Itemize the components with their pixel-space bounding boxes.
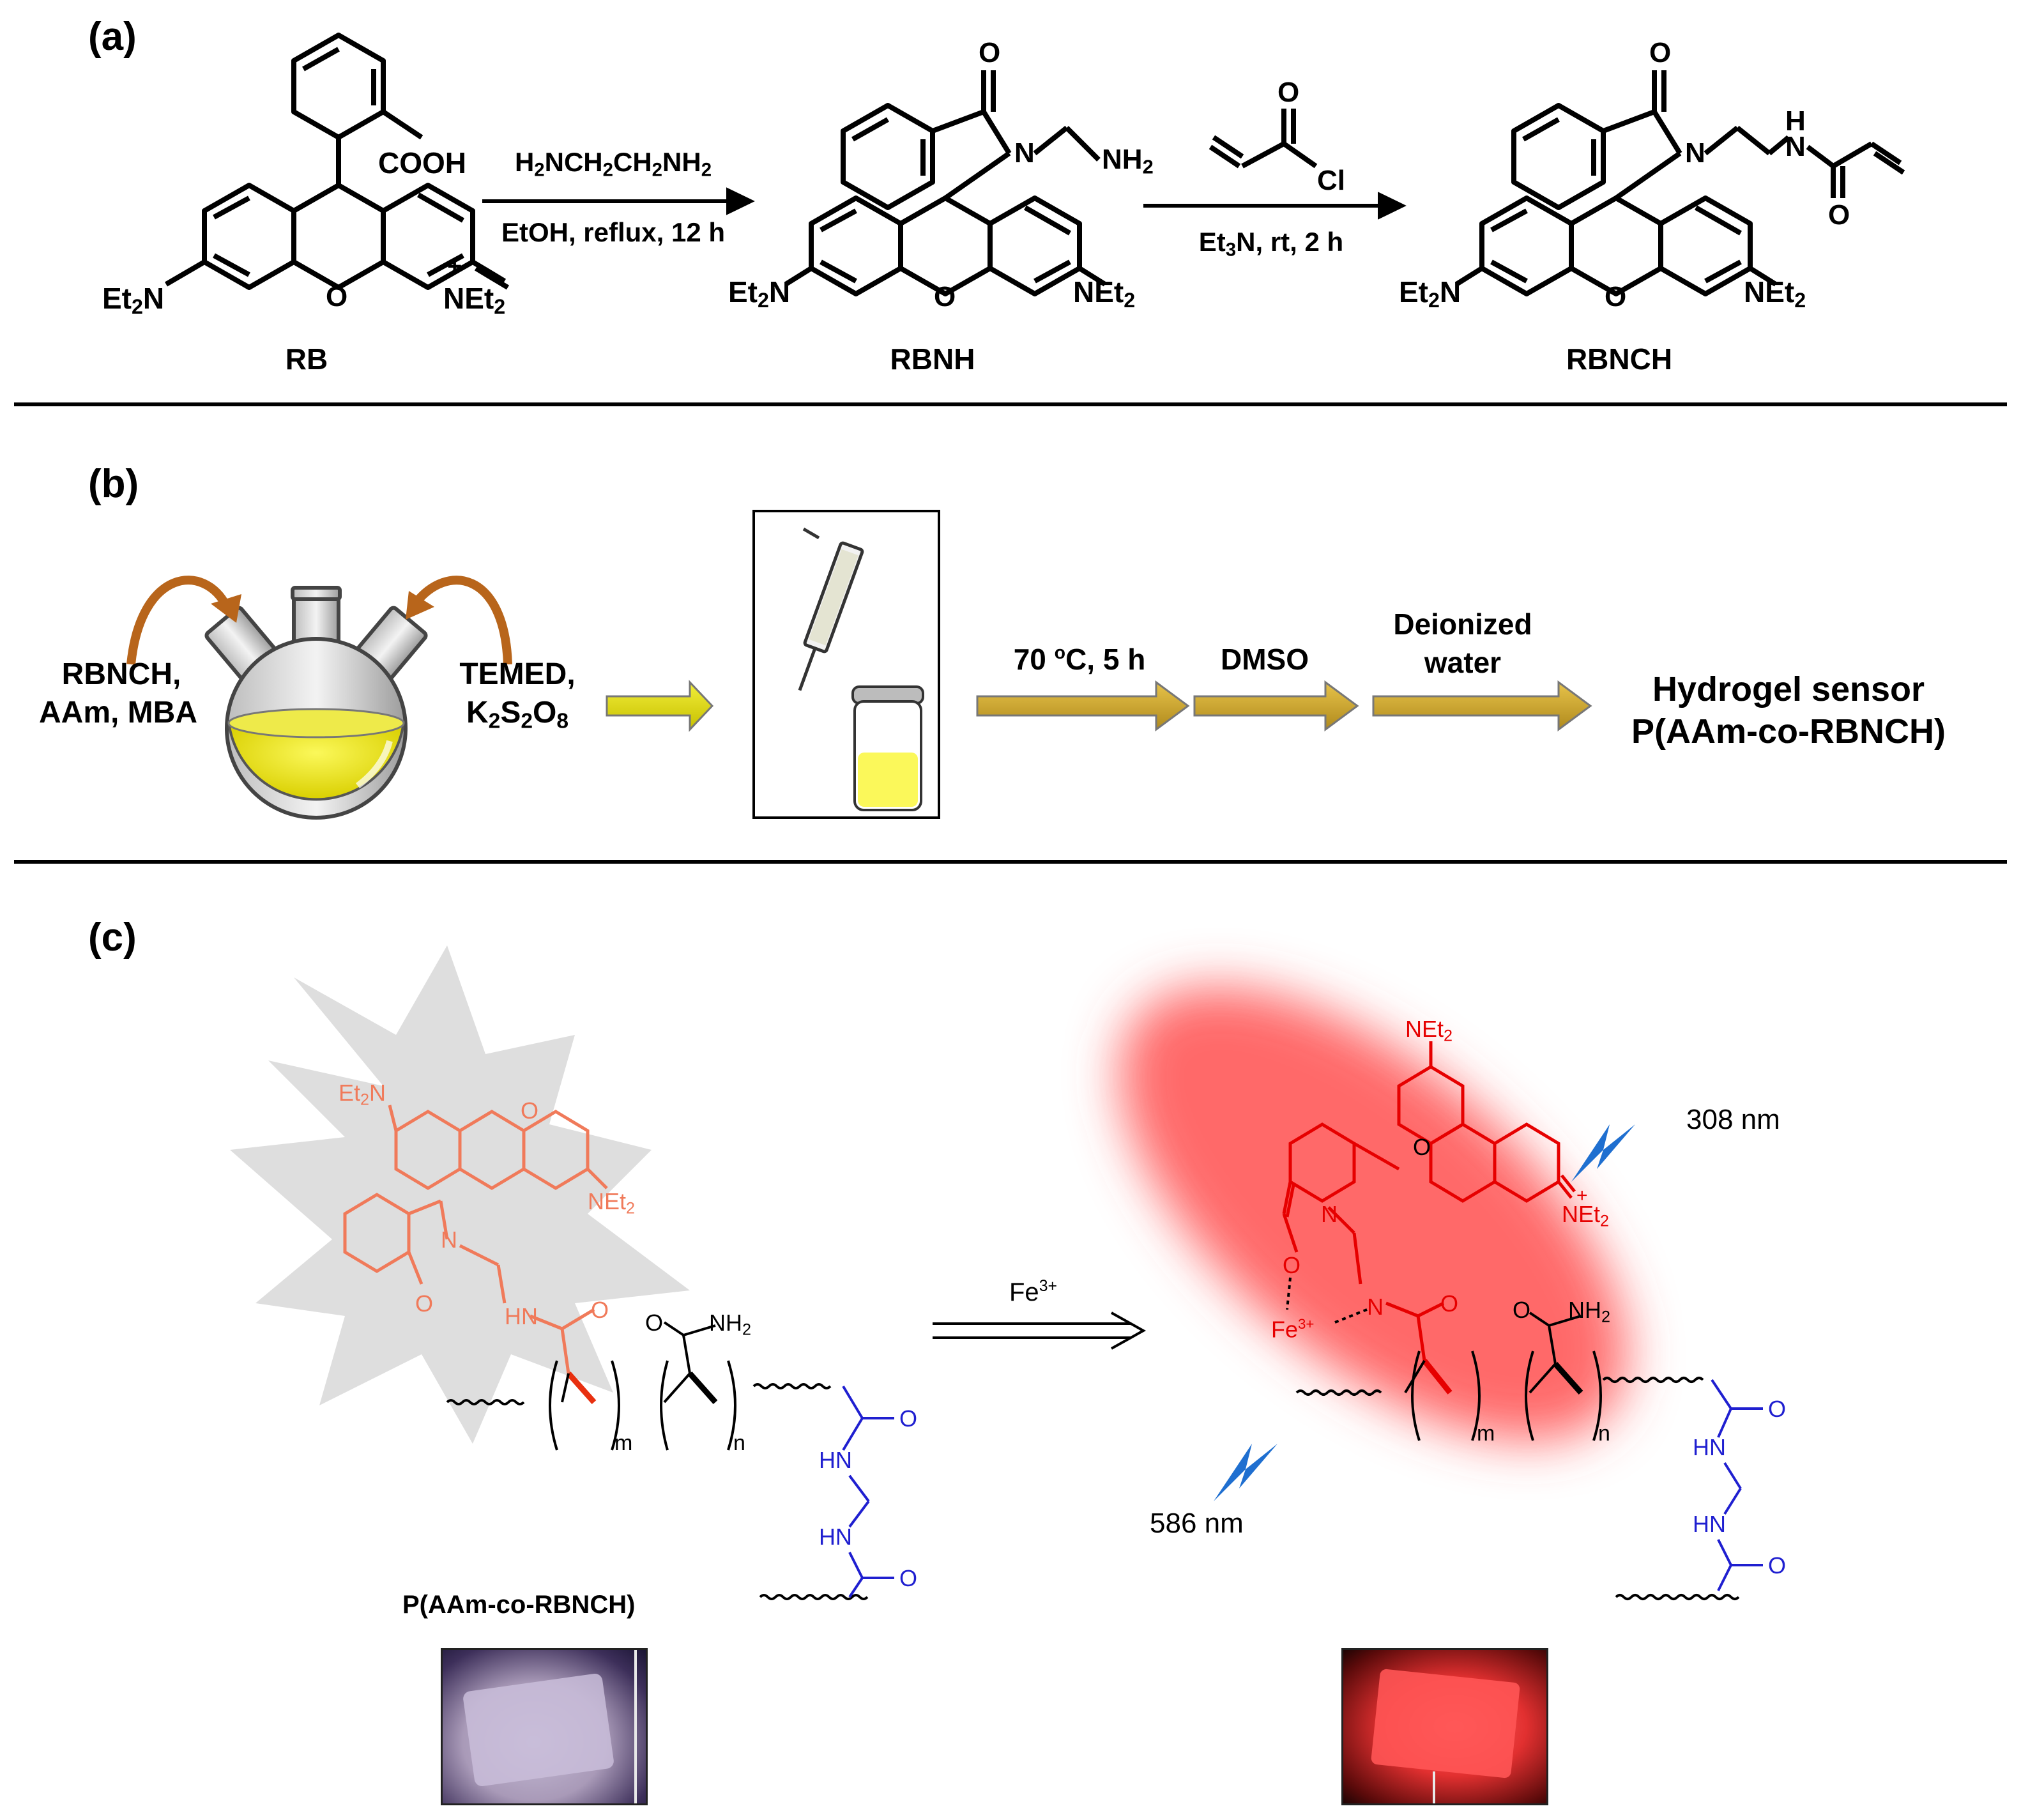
right-crosslink-o-bottom: O xyxy=(1768,1552,1787,1579)
right-crosslink-hn-1: HN xyxy=(1693,1434,1726,1460)
excitation-wavelength: 308 nm xyxy=(1686,1104,1780,1135)
left-lactam-o: O xyxy=(415,1290,434,1317)
left-et2n-top: Et2N xyxy=(339,1080,386,1109)
compound-rb-name: RB xyxy=(285,342,328,376)
acryloyl-o: O xyxy=(1277,77,1300,108)
rbnh-carbonyl-o: O xyxy=(979,37,1001,68)
right-xanthene-o: O xyxy=(1413,1134,1431,1160)
right-nh2: NH2 xyxy=(1568,1297,1611,1326)
left-subscript-m: m xyxy=(614,1431,633,1455)
right-iminolate-o: O xyxy=(1283,1252,1301,1278)
panel-c-label: (c) xyxy=(88,915,137,960)
hydrogel-product-line1: Hydrogel sensor xyxy=(1652,670,1925,708)
left-net2: NEt2 xyxy=(588,1188,636,1218)
left-lactam-n: N xyxy=(441,1227,457,1253)
left-xanthene-o: O xyxy=(521,1097,539,1124)
compound-rbnh-name: RBNH xyxy=(890,342,975,376)
left-nh2: NH2 xyxy=(709,1310,752,1339)
left-crosslink-o-bottom: O xyxy=(899,1565,918,1591)
right-amide-n: N xyxy=(1367,1294,1384,1320)
right-plus: + xyxy=(1576,1185,1588,1206)
right-crosslink-o-top: O xyxy=(1768,1396,1787,1422)
rb-plus: + xyxy=(447,252,462,280)
right-net2-top: NEt2 xyxy=(1405,1016,1453,1045)
left-subscript-n: n xyxy=(733,1431,745,1455)
hydrogel-photo-before xyxy=(441,1648,648,1805)
left-acrylamide-o: O xyxy=(645,1310,664,1336)
reaction-fe3-label: Fe3+ xyxy=(1009,1278,1057,1306)
right-reagents-line2: K2S2O8 xyxy=(466,696,569,733)
rbnch-n: N xyxy=(1685,137,1705,169)
panel-b-label: (b) xyxy=(88,462,139,506)
panel-a-structures xyxy=(164,33,1905,296)
rb-et2n: Et2N xyxy=(102,282,165,319)
left-crosslink-o-top: O xyxy=(899,1405,918,1432)
step2-conditions: Et3N, rt, 2 h xyxy=(1198,227,1344,261)
step1-reagent: H2NCH2CH2NH2 xyxy=(514,147,712,181)
rb-ring-o: O xyxy=(326,281,348,312)
right-fe3-ion: Fe3+ xyxy=(1271,1316,1315,1343)
rb-net2: NEt2 xyxy=(443,282,506,319)
right-amide-o: O xyxy=(1440,1290,1459,1317)
emission-wavelength: 586 nm xyxy=(1150,1508,1244,1539)
step-heating: 70 oC, 5 h xyxy=(1013,642,1146,676)
rbnh-net2: NEt2 xyxy=(1073,275,1136,312)
rbnch-net2: NEt2 xyxy=(1744,275,1806,312)
right-imine-n: N xyxy=(1321,1201,1338,1227)
rbnch-et2n: Et2N xyxy=(1399,275,1461,312)
right-reagents-line1: TEMED, xyxy=(459,657,576,691)
panel-b-graphics xyxy=(126,510,1592,820)
right-crosslink-hn-2: HN xyxy=(1693,1511,1726,1537)
divider-bc xyxy=(14,860,2007,864)
divider-ab xyxy=(14,402,2007,406)
rbnch-amide-h: H xyxy=(1785,105,1806,137)
right-subscript-m: m xyxy=(1477,1421,1495,1446)
step-dmso: DMSO xyxy=(1221,643,1309,676)
step-water-line2: water xyxy=(1424,646,1502,679)
left-crosslink-hn-1: HN xyxy=(819,1447,852,1473)
step-water-line1: Deionized xyxy=(1393,608,1532,641)
rbnh-et2n: Et2N xyxy=(728,275,791,312)
right-acrylamide-o: O xyxy=(1513,1297,1531,1323)
right-net2-iminium: NEt2 xyxy=(1562,1201,1610,1230)
left-reagents-line1: RBNCH, xyxy=(61,657,181,691)
hydrogel-product-line2: P(AAm-co-RBNCH) xyxy=(1631,712,1946,751)
left-amide-o: O xyxy=(591,1297,609,1323)
rbnch-carbonyl-o: O xyxy=(1649,37,1672,68)
rbnch-amide-n: N xyxy=(1785,131,1806,162)
rb-cooh: COOH xyxy=(378,146,466,180)
left-crosslink-hn-2: HN xyxy=(819,1524,852,1550)
acryloyl-cl: Cl xyxy=(1317,165,1345,196)
hydrogel-photo-after xyxy=(1341,1648,1548,1805)
rbnh-ring-o: O xyxy=(934,281,956,312)
left-polymer-name: P(AAm-co-RBNCH) xyxy=(402,1591,636,1619)
rbnch-ring-o: O xyxy=(1605,281,1627,312)
panel-a-label: (a) xyxy=(88,15,137,59)
rbnch-amide-o: O xyxy=(1828,199,1850,231)
compound-rbnch-name: RBNCH xyxy=(1566,342,1673,376)
rbnh-nh2: NH2 xyxy=(1102,144,1154,178)
step1-conditions: EtOH, reflux, 12 h xyxy=(501,217,726,247)
rbnh-n: N xyxy=(1014,137,1035,169)
left-reagents-line2: AAm, MBA xyxy=(39,696,197,730)
right-subscript-n: n xyxy=(1598,1421,1610,1446)
left-amide-hn: HN xyxy=(505,1303,538,1329)
